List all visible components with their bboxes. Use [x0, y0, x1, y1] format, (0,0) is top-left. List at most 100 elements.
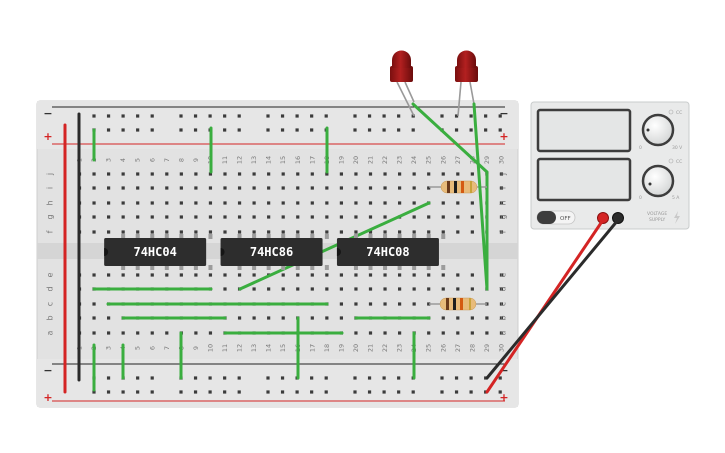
hole[interactable] — [121, 331, 125, 335]
hole[interactable] — [165, 172, 169, 176]
hole[interactable] — [441, 287, 445, 291]
hole[interactable] — [310, 201, 314, 205]
rail-hole[interactable] — [469, 114, 473, 118]
rail-hole[interactable] — [440, 390, 444, 394]
hole[interactable] — [237, 230, 242, 234]
hole[interactable] — [252, 215, 256, 219]
rail-hole[interactable] — [106, 390, 111, 394]
hole[interactable] — [354, 331, 358, 335]
hole[interactable] — [281, 287, 285, 291]
rail-hole[interactable] — [106, 114, 111, 118]
hole[interactable] — [325, 273, 329, 277]
hole[interactable] — [427, 186, 431, 190]
hole[interactable] — [223, 215, 227, 219]
hole[interactable] — [325, 172, 329, 176]
rail-hole[interactable] — [193, 376, 198, 380]
rail-hole[interactable] — [136, 390, 140, 394]
hole[interactable] — [470, 287, 474, 291]
hole[interactable] — [499, 316, 504, 320]
hole[interactable] — [208, 331, 213, 335]
hole[interactable] — [121, 172, 125, 176]
hole[interactable] — [368, 172, 373, 176]
hole[interactable] — [267, 186, 271, 190]
rail-hole[interactable] — [397, 390, 401, 394]
hole[interactable] — [485, 331, 489, 335]
hole[interactable] — [499, 331, 504, 335]
rail-hole[interactable] — [310, 128, 314, 132]
hole[interactable] — [121, 230, 125, 234]
hole[interactable] — [383, 201, 387, 205]
rail-hole[interactable] — [454, 376, 459, 380]
rail-hole[interactable] — [237, 390, 241, 394]
hole[interactable] — [339, 172, 343, 176]
rail-hole[interactable] — [237, 128, 241, 132]
hole[interactable] — [412, 302, 416, 306]
psu-voltage-knob[interactable] — [641, 113, 675, 147]
rail-hole[interactable] — [382, 114, 386, 118]
hole[interactable] — [252, 186, 256, 190]
hole[interactable] — [310, 287, 314, 291]
rail-hole[interactable] — [397, 376, 401, 380]
hole[interactable] — [499, 172, 504, 176]
rail-hole[interactable] — [237, 114, 241, 118]
hole[interactable] — [194, 331, 198, 335]
hole[interactable] — [296, 230, 300, 234]
hole[interactable] — [441, 316, 445, 320]
hole[interactable] — [368, 186, 373, 190]
hole[interactable] — [208, 215, 213, 219]
hole[interactable] — [252, 273, 256, 277]
hole[interactable] — [92, 302, 96, 306]
hole[interactable] — [194, 215, 198, 219]
hole[interactable] — [281, 172, 285, 176]
hole[interactable] — [383, 273, 387, 277]
rail-hole[interactable] — [223, 376, 227, 380]
hole[interactable] — [165, 230, 169, 234]
hole[interactable] — [499, 287, 504, 291]
hole[interactable] — [441, 172, 445, 176]
hole[interactable] — [470, 230, 474, 234]
hole[interactable] — [499, 302, 504, 306]
rail-hole[interactable] — [454, 128, 459, 132]
hole[interactable] — [194, 201, 198, 205]
rail-hole[interactable] — [223, 128, 227, 132]
rail-hole[interactable] — [353, 114, 357, 118]
rail-hole[interactable] — [469, 376, 473, 380]
hole[interactable] — [456, 273, 460, 277]
hole[interactable] — [150, 273, 154, 277]
hole[interactable] — [412, 172, 416, 176]
rail-hole[interactable] — [498, 114, 502, 118]
hole[interactable] — [237, 215, 242, 219]
hole[interactable] — [136, 172, 140, 176]
hole[interactable] — [368, 215, 373, 219]
hole[interactable] — [383, 331, 387, 335]
rail-hole[interactable] — [310, 376, 314, 380]
hole[interactable] — [325, 186, 329, 190]
hole[interactable] — [383, 172, 387, 176]
rail-hole[interactable] — [484, 114, 488, 118]
rail-hole[interactable] — [223, 114, 227, 118]
hole[interactable] — [412, 215, 416, 219]
hole[interactable] — [441, 273, 445, 277]
hole[interactable] — [223, 273, 227, 277]
hole[interactable] — [398, 230, 402, 234]
hole[interactable] — [485, 316, 489, 320]
rail-hole[interactable] — [179, 114, 183, 118]
hole[interactable] — [456, 287, 460, 291]
psu-positive-terminal[interactable] — [597, 212, 609, 224]
rail-hole[interactable] — [266, 128, 270, 132]
hole[interactable] — [310, 172, 314, 176]
hole[interactable] — [398, 331, 402, 335]
psu-power-switch[interactable]: OFF — [536, 210, 576, 225]
hole[interactable] — [281, 201, 285, 205]
led2-wire[interactable] — [472, 102, 489, 291]
hole[interactable] — [150, 331, 154, 335]
rail-hole[interactable] — [208, 376, 212, 380]
hole[interactable] — [368, 302, 373, 306]
rail-hole[interactable] — [136, 128, 140, 132]
hole[interactable] — [179, 201, 183, 205]
hole[interactable] — [383, 215, 387, 219]
hole[interactable] — [354, 172, 358, 176]
rail-hole[interactable] — [92, 114, 96, 118]
chip-u1[interactable]: 74HC04 — [104, 234, 213, 270]
hole[interactable] — [237, 316, 242, 320]
